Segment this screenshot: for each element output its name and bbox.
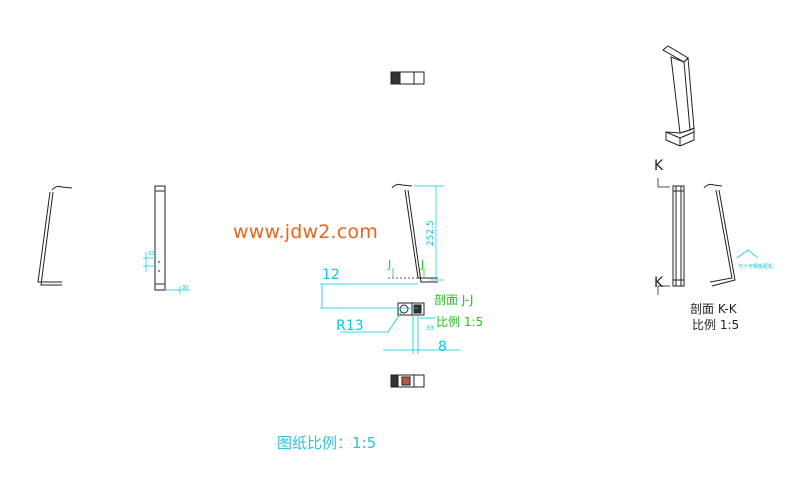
height-dimension xyxy=(414,185,444,281)
dim-label-33: 33 xyxy=(426,325,434,332)
section-kk-scale: 比例 1:5 xyxy=(692,318,739,332)
dim-label-8: 8 xyxy=(438,339,447,355)
kk-profile-view xyxy=(703,183,736,287)
front-dimensions xyxy=(143,252,190,294)
dim-label-32: 32 xyxy=(148,251,154,257)
section-jj-part xyxy=(397,302,425,316)
isometric-view xyxy=(662,45,695,147)
front-narrow-view xyxy=(154,185,166,291)
cut-label-k-bottom: K xyxy=(654,275,664,291)
watermark-text: www.jdw2.com xyxy=(233,221,378,243)
kk-note-leader xyxy=(736,249,759,259)
cut-label-k-top: K xyxy=(654,158,664,174)
cut-label-j-left: J xyxy=(387,258,391,271)
dim-label-12: 12 xyxy=(322,267,340,283)
section-jj-title: 剖面 J-J xyxy=(434,293,473,307)
dim-label-r13: R13 xyxy=(336,318,364,334)
section-cut-j xyxy=(388,268,430,279)
cut-label-j-right: J xyxy=(420,258,424,271)
section-cut-k xyxy=(657,178,670,295)
section-jj-scale: 比例 1:5 xyxy=(436,315,483,329)
dim-label-height: 252.5 xyxy=(426,220,436,246)
kk-note: 与十字钢板配机 xyxy=(738,263,773,270)
drawing-scale-note: 图纸比例：1:5 xyxy=(277,434,377,452)
top-view xyxy=(390,71,425,85)
section-kk-title: 剖面 K-K xyxy=(690,302,738,316)
dim-label-30: 30 xyxy=(182,285,188,291)
bottom-view xyxy=(390,374,425,388)
section-kk-part xyxy=(672,185,685,287)
left-profile-view xyxy=(37,185,73,286)
section-jj-dimensions xyxy=(320,283,460,354)
